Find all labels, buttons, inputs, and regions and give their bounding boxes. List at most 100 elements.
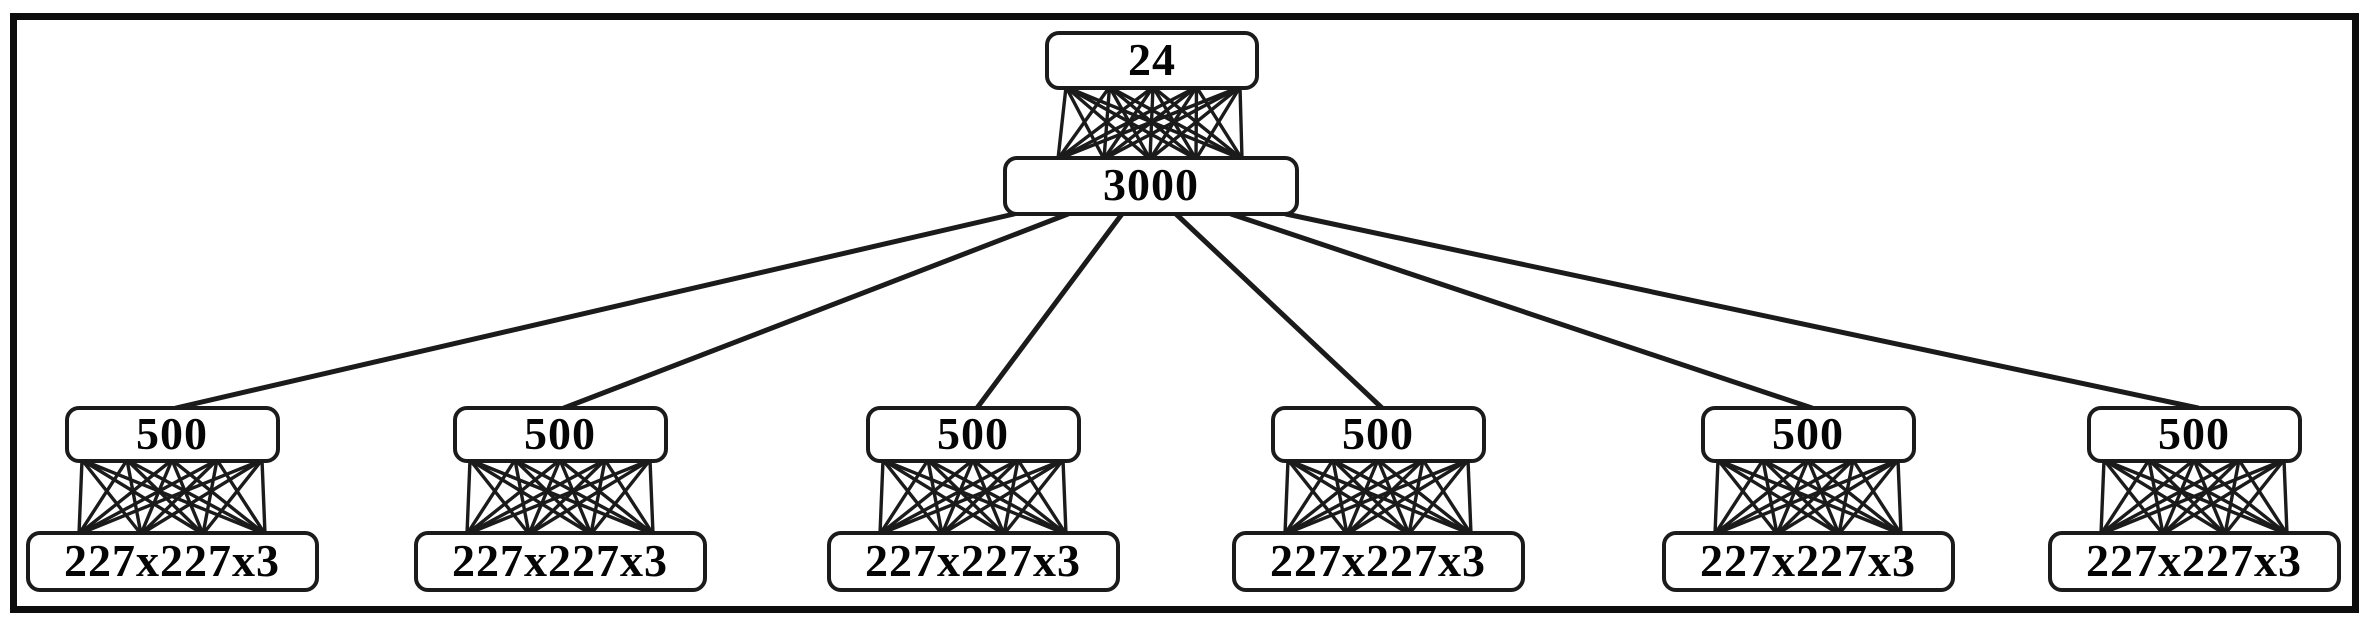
crosshatch-edge <box>881 458 944 536</box>
crosshatch-edge <box>2237 458 2289 536</box>
branch-input-label: 227x227x3 <box>865 534 1081 586</box>
crosshatch-edge <box>1056 85 1199 161</box>
crosshatch-edge <box>1286 458 1349 536</box>
branch-hidden-node: 500 <box>452 406 668 463</box>
crosshatch-edge <box>1713 458 1720 536</box>
fusion-branch-edge <box>974 211 1125 411</box>
crosshatch-edge <box>513 458 655 536</box>
fusion-node-label: 3000 <box>1103 159 1199 210</box>
crosshatch-edge <box>1345 458 1425 536</box>
branch-input-node: 227x227x3 <box>1661 531 1955 592</box>
crosshatch-edge <box>2099 458 2241 536</box>
crosshatch-edge <box>971 458 1006 536</box>
crosshatch-edge <box>465 458 517 536</box>
crosshatch-edge <box>1761 458 1841 536</box>
crosshatch-edge <box>465 458 607 536</box>
crosshatch-edge <box>1194 85 1242 161</box>
branch-input-node: 227x227x3 <box>2047 531 2341 592</box>
output-node-label: 24 <box>1128 33 1176 85</box>
branch-input-label: 227x227x3 <box>2086 534 2302 586</box>
crosshatch-edge <box>201 458 219 536</box>
crosshatch-edge <box>527 458 562 536</box>
crosshatch-edge <box>1713 458 1765 536</box>
crosshatch-edge <box>513 458 593 536</box>
branch-input-label: 227x227x3 <box>452 534 668 586</box>
crosshatch-edge <box>77 458 264 536</box>
crosshatch-edge <box>1761 458 1903 536</box>
crosshatch-edge <box>603 458 655 536</box>
crosshatch-edge <box>1283 458 1470 536</box>
crosshatch-edge <box>80 458 205 536</box>
crosshatch-edge <box>2102 458 2165 536</box>
crosshatch-edge <box>1806 458 1841 536</box>
crosshatch-edge <box>80 458 143 536</box>
crosshatch-edge <box>1466 458 1473 536</box>
crosshatch-edge <box>1061 458 1068 536</box>
crosshatch-edge <box>940 458 1020 536</box>
crosshatch-edge <box>1896 458 1903 536</box>
crosshatch-edge <box>2161 458 2286 536</box>
branch-hidden-label: 500 <box>136 407 208 459</box>
crosshatch-edge <box>1716 458 1779 536</box>
branch-input-label: 227x227x3 <box>64 534 280 586</box>
crosshatch-edge <box>77 458 219 536</box>
crosshatch-edge <box>926 458 944 536</box>
crosshatch-edge <box>465 458 562 536</box>
crosshatch-edge <box>1775 458 1855 536</box>
crosshatch-edge <box>1407 458 1425 536</box>
crosshatch-edge <box>1851 458 1903 536</box>
crosshatch-edge <box>1806 458 1903 536</box>
crosshatch-edge <box>971 458 1068 536</box>
crosshatch-edge <box>513 458 531 536</box>
crosshatch-edge <box>1376 458 1411 536</box>
crosshatch-edge <box>1283 458 1425 536</box>
crosshatch-edge <box>170 458 205 536</box>
crosshatch-edge <box>2223 458 2241 536</box>
branch-hidden-label: 500 <box>937 407 1009 459</box>
fusion-node: 3000 <box>1003 156 1299 216</box>
crosshatch-edge <box>878 458 885 536</box>
crosshatch-edge <box>589 458 607 536</box>
crosshatch-edge <box>1716 458 1841 536</box>
crosshatch-edge <box>125 458 267 536</box>
crosshatch-edge <box>2282 458 2289 536</box>
crosshatch-edge <box>926 458 1068 536</box>
crosshatch-edge <box>1002 458 1065 536</box>
crosshatch-edge <box>125 458 143 536</box>
crosshatch-edge <box>1837 458 1855 536</box>
crosshatch-edge <box>2102 458 2227 536</box>
crosshatch-edge <box>1056 85 1112 161</box>
crosshatch-edge <box>648 458 655 536</box>
branch-hidden-node: 500 <box>1270 406 1486 463</box>
crosshatch-edge <box>589 458 652 536</box>
crosshatch-edge <box>77 458 129 536</box>
crosshatch-edge <box>1331 458 1349 536</box>
crosshatch-edge <box>1002 458 1020 536</box>
crosshatch-edge <box>878 458 1065 536</box>
branch-hidden-node: 500 <box>64 406 280 463</box>
crosshatch-edge <box>1345 458 1470 536</box>
crosshatch-edge <box>1713 458 1855 536</box>
branch-hidden-node: 500 <box>1700 406 1916 463</box>
crosshatch-edge <box>1102 85 1242 161</box>
branch-hidden-label: 500 <box>2158 407 2230 459</box>
crosshatch-edge <box>878 458 975 536</box>
crosshatch-edge <box>1238 85 1244 161</box>
crosshatch-edge <box>139 458 174 536</box>
crosshatch-edge <box>1837 458 1900 536</box>
crosshatch-edge <box>2099 458 2106 536</box>
crosshatch-edge <box>2192 458 2289 536</box>
crosshatch-edge <box>2099 458 2196 536</box>
crosshatch-edge <box>468 458 531 536</box>
crosshatch-edge <box>2147 458 2227 536</box>
crosshatch-edge <box>2161 458 2196 536</box>
branch-input-node: 227x227x3 <box>413 531 707 592</box>
crosshatch-edge <box>1713 458 1810 536</box>
fusion-branch-edge <box>1283 211 2201 411</box>
branch-input-label: 227x227x3 <box>1700 534 1916 586</box>
branch-input-node: 227x227x3 <box>25 531 319 592</box>
crosshatch-edge <box>77 458 84 536</box>
crosshatch-edge <box>260 458 267 536</box>
